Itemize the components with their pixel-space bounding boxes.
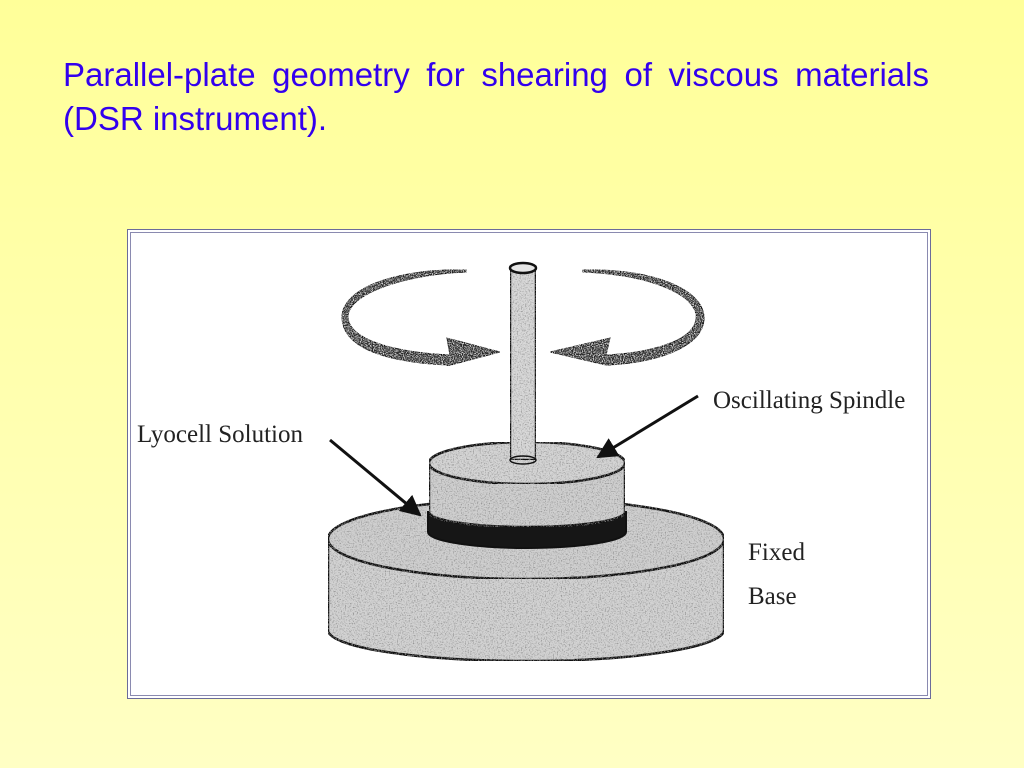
rotation-arrow-right (549, 269, 705, 367)
spindle-leader-arrow (596, 394, 699, 459)
rheometer-diagram: Oscillating Spindle Lyocell Solution Fix… (137, 261, 905, 663)
rotation-arrow-left (341, 269, 502, 367)
spindle-shaft (508, 261, 538, 465)
label-fixed: Fixed (748, 539, 805, 566)
label-lyocell-solution: Lyocell Solution (137, 421, 303, 448)
lyocell-leader-arrow (329, 438, 422, 517)
diagram-frame: Oscillating Spindle Lyocell Solution Fix… (127, 229, 931, 699)
slide-title: Parallel-plate geometry for shearing of … (63, 56, 929, 137)
label-base: Base (748, 583, 797, 610)
label-oscillating-spindle: Oscillating Spindle (713, 387, 905, 414)
